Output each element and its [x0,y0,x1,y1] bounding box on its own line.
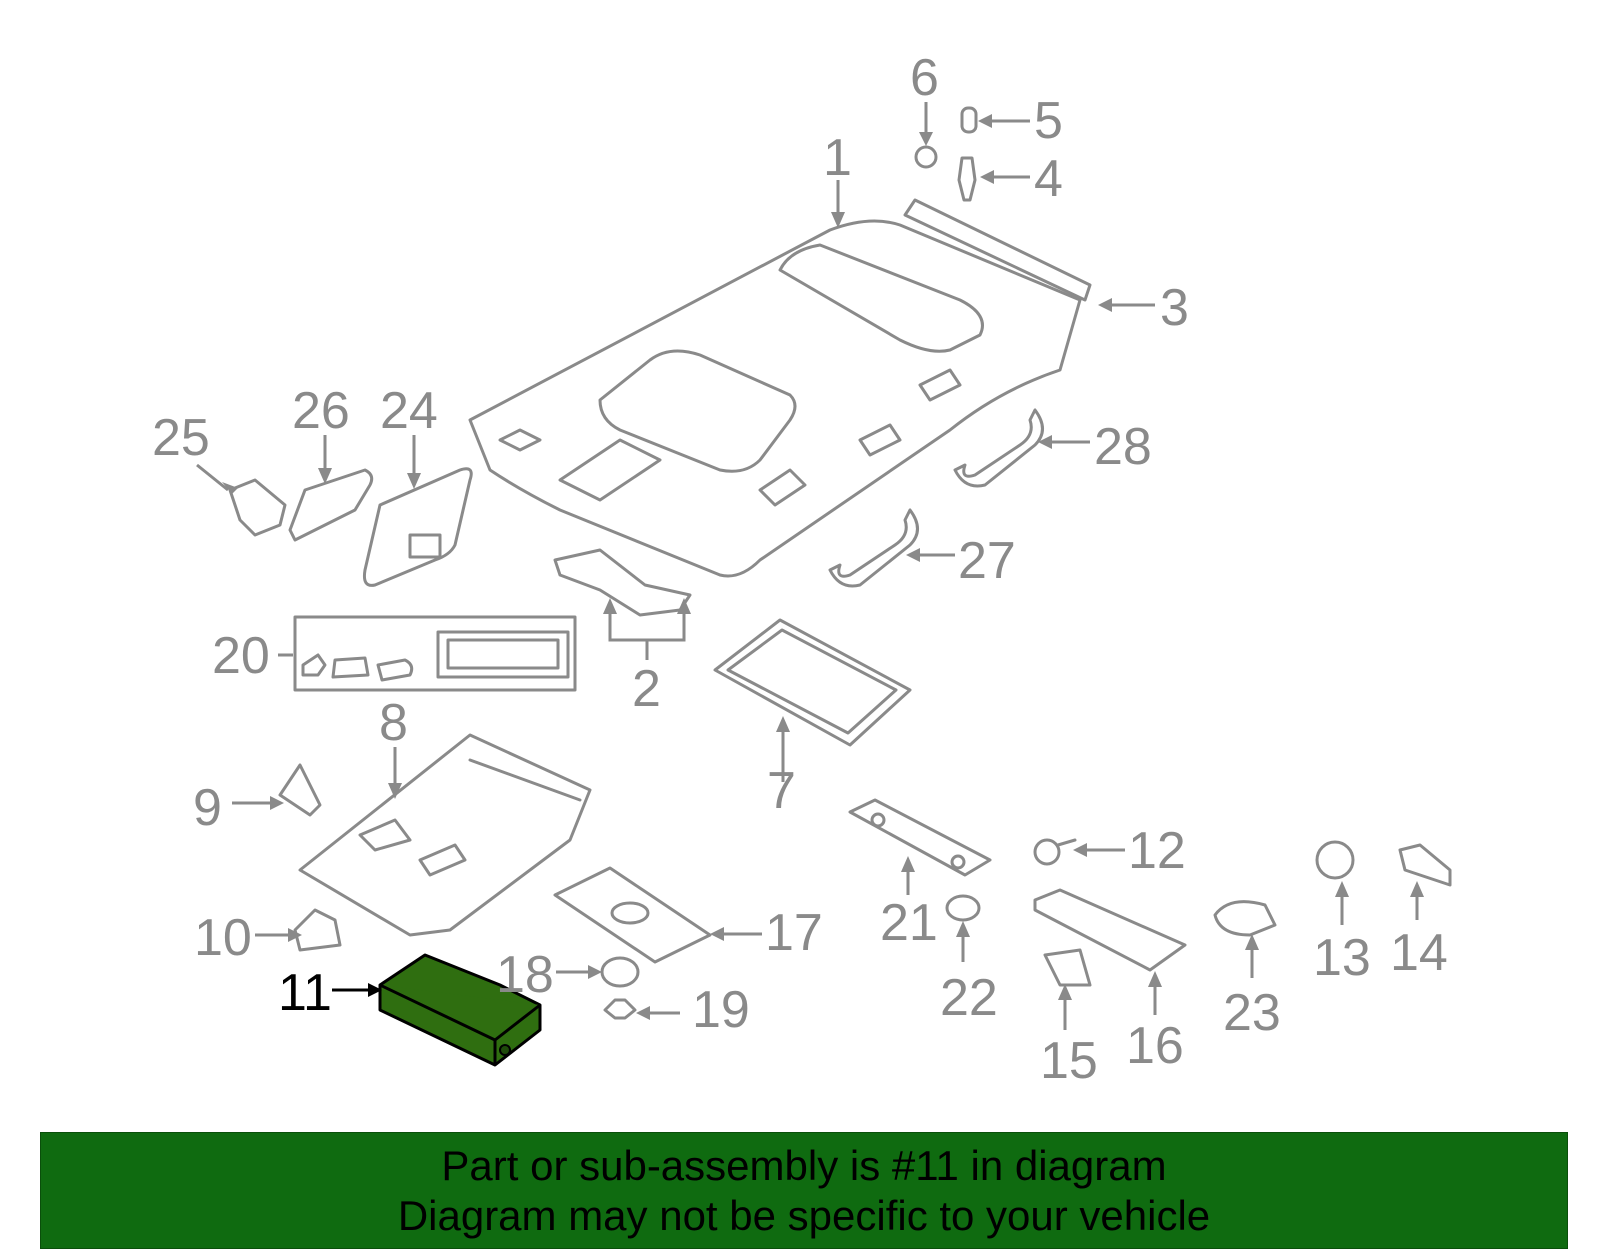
part-24-sun-visor [363,467,473,587]
callout-7: 7 [767,762,796,820]
part-21-pad [848,798,992,877]
callout-10: 10 [194,909,252,967]
part-3-rear-rail [903,198,1092,302]
part-14-bracket [1398,843,1452,887]
callout-15: 15 [1040,1032,1098,1090]
callout-28: 28 [1094,418,1152,476]
part-15-pad [1043,948,1092,987]
callout-1: 1 [823,129,852,187]
callout-9: 9 [193,779,222,837]
banner-line-part-number: Part or sub-assembly is #11 in diagram [441,1141,1167,1189]
callout-6: 6 [910,49,939,107]
callout-24: 24 [380,382,438,440]
part-5-plug [960,106,978,134]
part-27-grab-handle [828,508,919,588]
info-banner: Part or sub-assembly is #11 in diagram D… [40,1132,1568,1249]
callout-18: 18 [496,946,554,1004]
callout-2: 2 [632,660,661,718]
callout-13: 13 [1313,929,1371,987]
callout-17: 17 [765,904,823,962]
part-26-mirror [288,468,374,542]
callout-14: 14 [1390,924,1448,982]
callout-27: 27 [958,532,1016,590]
parts-diagram: 1 2 3 4 5 6 7 8 9 10 11 12 13 14 15 16 1… [152,49,1452,1090]
callout-8: 8 [379,694,408,752]
part-25-visor-mount [228,478,287,537]
callout-20: 20 [212,627,270,685]
part-17-insulator-pad [553,866,712,964]
part-4-clip [957,156,977,202]
callout-21: 21 [880,894,938,952]
callout-16: 16 [1126,1017,1184,1075]
part-28-grab-handle [953,408,1044,488]
part-8-overhead-console [298,733,592,937]
part-7-sunroof-frame [713,618,912,747]
part-23-bracket [1213,900,1277,937]
part-12-clamp [1033,838,1077,866]
callout-19: 19 [692,981,750,1039]
callout-5: 5 [1034,92,1063,150]
callout-3: 3 [1160,279,1189,337]
part-10-clip [293,908,342,952]
part-6-cap [914,145,938,169]
part-22-cap [945,894,981,922]
callout-25: 25 [152,409,210,467]
part-13-grommet [1315,840,1355,880]
callout-23: 23 [1223,984,1281,1042]
part-9-lamp-lens [278,763,322,817]
part-16-trim-strip [1033,888,1187,972]
callout-22: 22 [940,969,998,1027]
callout-labels: 1 2 3 4 5 6 7 8 9 10 11 12 13 14 15 16 1… [152,49,1448,1090]
leader-lines [196,102,1424,1030]
callout-12: 12 [1128,822,1186,880]
part-18-cap [600,956,640,988]
callout-4: 4 [1034,150,1063,208]
callout-26: 26 [292,382,350,440]
banner-line-disclaimer: Diagram may not be specific to your vehi… [397,1191,1211,1239]
part-11-module-highlighted[interactable] [378,953,542,1067]
part-20-kit-box [293,615,577,692]
part-1-headliner [468,219,1082,578]
part-2-bracket [553,548,692,617]
part-19-clip [603,998,637,1020]
callout-11[interactable]: 11 [278,964,332,1022]
